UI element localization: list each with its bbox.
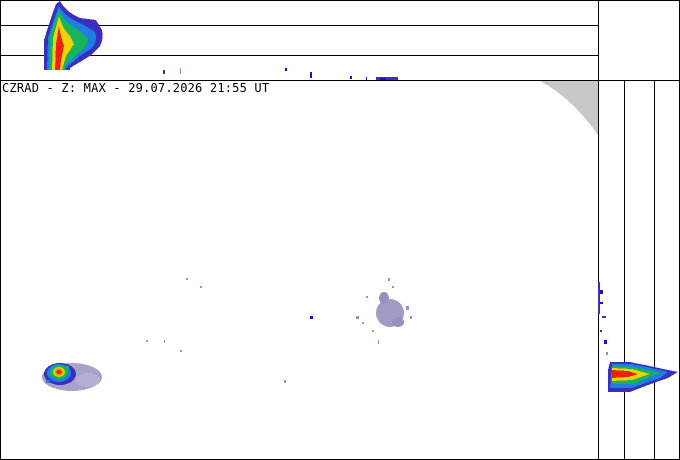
- product-title: CZRAD - Z: MAX - 29.07.2026 21:55 UT: [2, 81, 270, 95]
- top-profile-echo: [44, 1, 398, 80]
- side-profile-panel: [598, 80, 680, 460]
- main-map-panel: [0, 80, 599, 460]
- outside-range-area: [540, 81, 598, 135]
- storm-cell-west: [42, 363, 102, 391]
- corner-panel: [598, 0, 680, 81]
- isolated-echo: [310, 316, 313, 319]
- side-profile-echo: [598, 282, 678, 392]
- weak-echo-area: [146, 278, 412, 383]
